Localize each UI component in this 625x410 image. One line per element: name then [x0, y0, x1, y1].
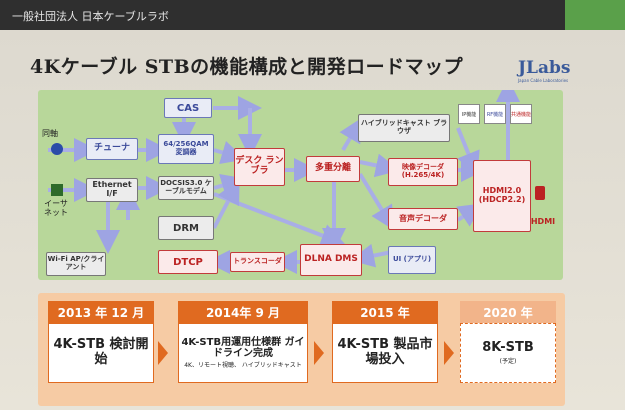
arrow-demux-video	[359, 153, 400, 178]
hdmi-connector-icon	[535, 186, 545, 200]
wifi-box: Wi-Fi AP/クライアント	[46, 252, 106, 276]
descrambler-box: デスク ランブラ	[234, 148, 285, 186]
legend-common: 共通機能	[510, 104, 532, 124]
connector-arrows	[48, 90, 520, 274]
ethernet-box: Ethernet I/F	[86, 178, 138, 202]
phase-arrow-2	[314, 341, 324, 365]
phase-3: 4K-STB 製品市場投入	[332, 323, 438, 383]
phase-4-year: 2020 年	[460, 301, 556, 323]
phase-2-note: 4K、リモート視聴、 ハイブリッドキャスト	[184, 361, 302, 369]
phase-4: 8K-STB (予定)	[460, 323, 556, 383]
arrow-mod-desc	[213, 141, 246, 165]
transcoder-box: トランスコーダ	[230, 252, 285, 272]
stb-architecture-diagram: 同軸 イーサネット CAS チューナ 64/256QAM 変調器 デスク ランブ…	[38, 90, 563, 280]
phase-2: 4K-STB用運用仕様群 ガイドライン完成 4K、リモート視聴、 ハイブリッドキ…	[178, 323, 308, 383]
modulator-box: 64/256QAM 変調器	[158, 134, 214, 164]
phase-1: 4K-STB 検討開始	[48, 323, 154, 383]
roadmap-timeline: 2013 年 12 月 4K-STB 検討開始 2014年 9 月 4K-STB…	[38, 293, 565, 406]
dtcp-box: DTCP	[158, 250, 218, 274]
docsis-box: DOCSIS3.0 ケーブルモデム	[158, 176, 214, 200]
arrow-docsis-dlna	[213, 192, 346, 247]
phase-4-note: (予定)	[499, 357, 517, 365]
dlna-box: DLNA DMS	[300, 244, 362, 276]
logo-subtitle: Japan Cable Laboratories	[518, 78, 569, 83]
jlabs-logo: JLabs Japan Cable Laboratories	[518, 58, 578, 88]
phase-1-year: 2013 年 12 月	[48, 301, 154, 323]
phase-3-year: 2015 年	[332, 301, 438, 323]
arrow-demux-audio	[358, 172, 395, 231]
hdmi-box: HDMI2.0 (HDCP2.2)	[473, 160, 531, 232]
arrow-demux-hybrid	[339, 117, 363, 152]
logo-mark: JLabs	[518, 58, 571, 78]
phase-4-main: 8K-STB	[482, 339, 534, 355]
phase-arrow-3	[444, 341, 454, 365]
video-decoder-box: 映像デコーダ (H.265/4K)	[388, 158, 458, 186]
arrow-docsis-desc	[213, 173, 246, 197]
header-accent	[565, 0, 625, 30]
demux-box: 多重分離	[306, 156, 360, 182]
phase-3-main: 4K-STB 製品市場投入	[337, 337, 433, 367]
legend-rf: RF機能	[484, 104, 506, 124]
slide-title: 4Kケーブル STBの機能構成と開発ロードマップ	[30, 56, 464, 78]
ethernet-connector-icon	[51, 184, 63, 196]
phase-2-main: 4K-STB用運用仕様群 ガイドライン完成	[181, 336, 305, 360]
legend-ip: IP機能	[458, 104, 480, 124]
arrow-hybrid-hdmi	[456, 127, 480, 177]
phase-arrow-1	[158, 341, 168, 365]
ethernet-side-label: イーサネット	[44, 199, 68, 217]
hdmi-out-label: HDMI	[530, 217, 556, 226]
cas-box: CAS	[164, 98, 212, 118]
ui-app-box: UI (アプリ)	[388, 246, 436, 274]
audio-decoder-box: 音声デコーダ	[388, 208, 458, 230]
phase-1-main: 4K-STB 検討開始	[53, 337, 149, 367]
hybridcast-browser-box: ハイブリッドキャスト ブラウザ	[358, 114, 450, 142]
phase-2-year: 2014年 9 月	[178, 301, 308, 323]
coax-connector-icon	[51, 143, 63, 155]
coax-label: 同軸	[42, 129, 58, 138]
arrow-audio-hdmi	[456, 203, 483, 227]
org-name: 一般社団法人 日本ケーブルラボ	[12, 10, 169, 23]
header-bar: 一般社団法人 日本ケーブルラボ	[0, 0, 625, 30]
tuner-box: チューナ	[86, 138, 138, 160]
arrow-drm-desc	[212, 179, 240, 229]
drm-box: DRM	[158, 216, 214, 240]
